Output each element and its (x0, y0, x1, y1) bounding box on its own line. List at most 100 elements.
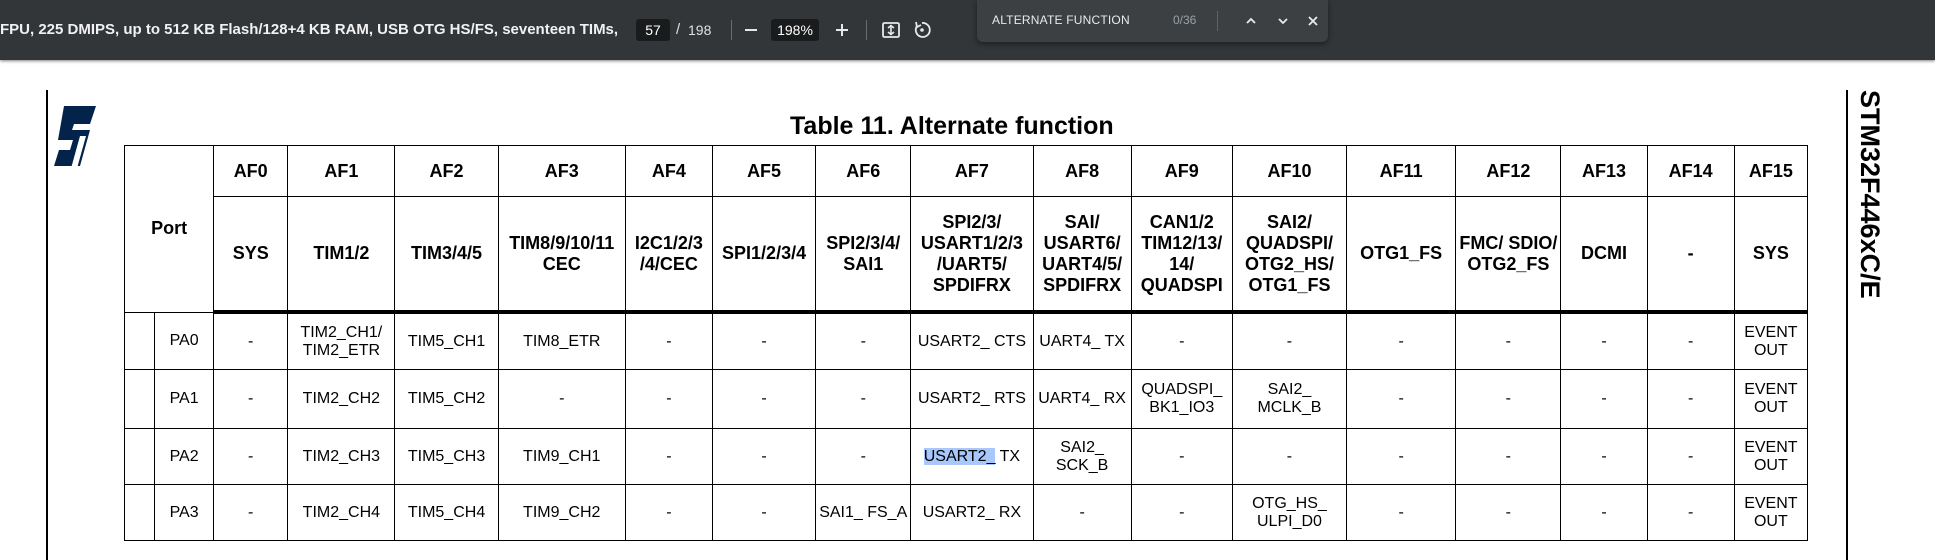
fit-page-icon[interactable] (877, 16, 905, 44)
af-cell: SAI2_ SCK_B (1032, 428, 1132, 485)
af-header: AF11 (1346, 145, 1457, 197)
af-group-header: TIM3/4/5 (394, 196, 499, 314)
zoom-out-icon[interactable] (737, 16, 765, 44)
af-cell: TIM2_CH1/ TIM2_ETR (287, 311, 396, 370)
af-header: AF14 (1646, 145, 1735, 197)
af-header: AF12 (1455, 145, 1562, 197)
st-logo-icon (54, 106, 96, 172)
af-group-header: SPI2/3/4/ SAI1 (815, 196, 912, 314)
af-header: AF7 (910, 145, 1034, 197)
af-cell: TIM2_CH4 (287, 484, 396, 541)
af-cell: UART4_ TX (1032, 311, 1132, 370)
af-cell: EVENT OUT (1733, 311, 1809, 370)
page-right-rule (1846, 90, 1848, 560)
af-cell: EVENT OUT (1733, 369, 1809, 429)
rotate-icon[interactable] (908, 16, 936, 44)
af-cell: TIM2_CH3 (287, 428, 396, 485)
af-cell: - (815, 428, 912, 485)
af-cell: - (1455, 369, 1562, 429)
find-divider (1217, 11, 1218, 31)
af-cell: - (1346, 311, 1457, 370)
af-cell: TIM9_CH1 (497, 428, 626, 485)
af-cell: - (815, 369, 912, 429)
af-cell: - (1346, 428, 1457, 485)
toolbar-divider (866, 20, 867, 40)
af-header: AF1 (287, 145, 396, 197)
af-cell: USART2_ TX (910, 428, 1034, 485)
af-cell: USART2_ RTS (910, 369, 1034, 429)
af-cell: - (1455, 484, 1562, 541)
port-cell: PA1 (154, 369, 215, 429)
af-cell: - (213, 369, 289, 429)
af-cell: SAI2_ MCLK_B (1231, 369, 1348, 429)
af-cell: SAI1_ FS_A (815, 484, 912, 541)
af-cell: - (815, 311, 912, 370)
af-header: AF5 (711, 145, 817, 197)
af-cell: - (1130, 428, 1233, 485)
af-cell: - (1560, 311, 1648, 370)
af-cell: USART2_ CTS (910, 311, 1034, 370)
af-cell: TIM9_CH2 (497, 484, 626, 541)
find-bar: ALTERNATE FUNCTION 0/36 (977, 0, 1328, 42)
page-separator: / (676, 21, 681, 38)
af-header: AF9 (1130, 145, 1233, 197)
af-cell: - (1130, 311, 1233, 370)
af-cell: - (1646, 311, 1735, 370)
af-group-header: SYS (213, 196, 289, 314)
af-cell: - (1455, 311, 1562, 370)
af-cell: - (1560, 428, 1648, 485)
af-header: AF13 (1560, 145, 1648, 197)
af-cell: - (1455, 428, 1562, 485)
port-cell: PA3 (154, 484, 215, 541)
af-group-header: SAI2/ QUADSPI/ OTG2_HS/ OTG1_FS (1231, 196, 1348, 314)
page-number-input[interactable]: 57 (636, 19, 670, 41)
chevron-down-icon[interactable] (1271, 9, 1295, 33)
af-header: AF3 (497, 145, 626, 197)
pdf-toolbar: FPU, 225 DMIPS, up to 512 KB Flash/128+4… (0, 0, 1935, 60)
row-spacer (123, 428, 156, 485)
af-header: AF0 (213, 145, 289, 197)
af-cell: - (711, 484, 817, 541)
page-total: 198 (688, 22, 712, 38)
find-input[interactable]: ALTERNATE FUNCTION (992, 13, 1130, 27)
af-group-header: CAN1/2 TIM12/13/ 14/ QUADSPI (1130, 196, 1233, 314)
af-cell: - (1646, 484, 1735, 541)
af-cell: - (1646, 428, 1735, 485)
find-match-count: 0/36 (1173, 13, 1197, 27)
af-group-header: - (1646, 196, 1735, 314)
af-cell: TIM5_CH2 (394, 369, 499, 429)
af-cell: TIM8_ETR (497, 311, 626, 370)
af-cell: - (1560, 369, 1648, 429)
zoom-level-input[interactable]: 198% (771, 19, 819, 41)
af-cell: OTG_HS_ ULPI_D0 (1231, 484, 1348, 541)
af-cell: - (1032, 484, 1132, 541)
af-cell: - (1231, 428, 1348, 485)
af-cell: - (1346, 484, 1457, 541)
close-icon[interactable] (1301, 9, 1325, 33)
af-cell: UART4_ RX (1032, 369, 1132, 429)
af-cell: - (1130, 484, 1233, 541)
af-cell: - (711, 311, 817, 370)
port-cell: PA2 (154, 428, 215, 485)
row-spacer (123, 311, 156, 370)
zoom-in-icon[interactable] (828, 16, 856, 44)
row-spacer (123, 484, 156, 541)
af-cell: QUADSPI_ BK1_IO3 (1130, 369, 1233, 429)
chevron-up-icon[interactable] (1239, 9, 1263, 33)
af-cell: - (624, 428, 713, 485)
af-cell: - (624, 484, 713, 541)
toolbar-divider (731, 20, 732, 40)
af-cell: - (624, 369, 713, 429)
af-header: AF6 (815, 145, 912, 197)
af-cell: - (213, 484, 289, 541)
af-group-header: FMC/ SDIO/ OTG2_FS (1455, 196, 1562, 314)
af-header: AF15 (1733, 145, 1809, 197)
af-cell: TIM2_CH2 (287, 369, 396, 429)
af-header: AF2 (394, 145, 499, 197)
af-cell: - (711, 428, 817, 485)
af-cell: - (1346, 369, 1457, 429)
search-highlight: USART2_ (923, 447, 996, 465)
